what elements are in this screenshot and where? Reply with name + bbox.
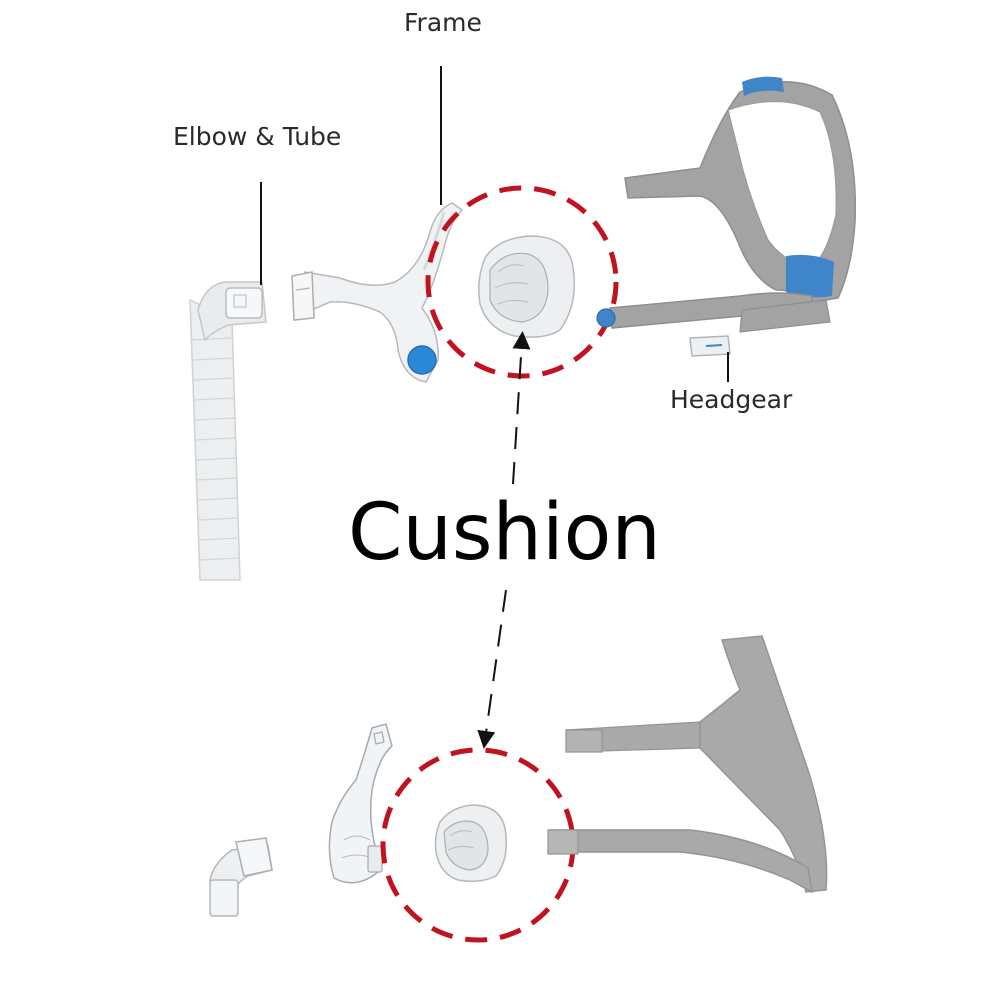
frame-label: Frame	[404, 8, 482, 37]
elbow-tube-label: Elbow & Tube	[173, 122, 342, 151]
cushion-part-top	[478, 235, 575, 338]
cushion-arrow-down	[477, 589, 507, 749]
headgear-part-bottom	[547, 635, 828, 894]
headgear-part-top	[596, 76, 857, 357]
cushion-arrow-up	[512, 331, 531, 485]
elbow-tube-part	[189, 281, 267, 581]
frame-part	[291, 202, 464, 383]
cushion-highlight-top	[425, 185, 619, 379]
cushion-label: Cushion	[348, 488, 661, 578]
frame-part-bottom	[328, 723, 393, 884]
cushion-part-bottom	[434, 804, 508, 883]
elbow-part-bottom	[209, 837, 273, 917]
headgear-label: Headgear	[670, 385, 793, 414]
